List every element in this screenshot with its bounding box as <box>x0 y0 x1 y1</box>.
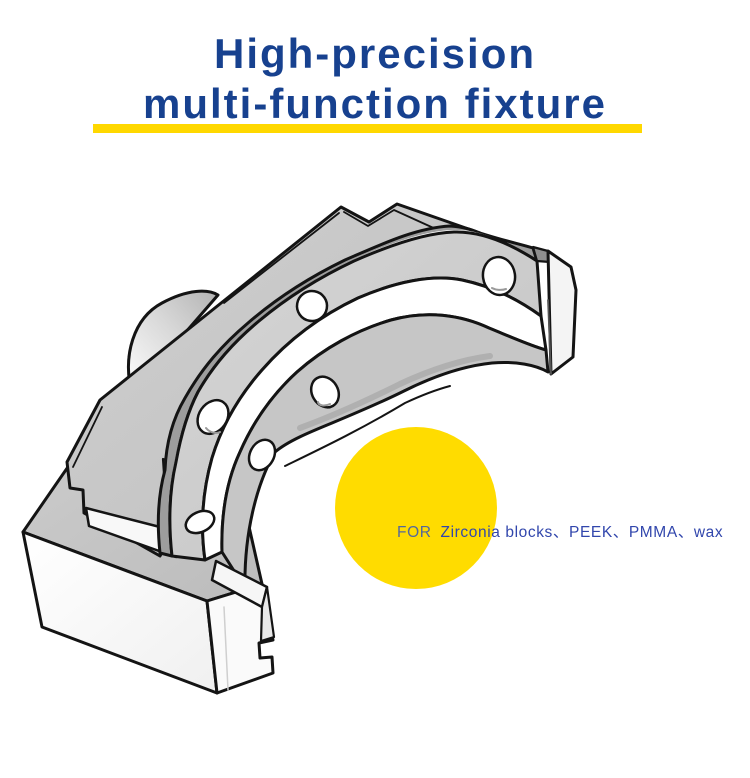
fixture-foot <box>210 559 276 643</box>
caption-prefix: FOR <box>397 524 432 541</box>
title-underline <box>93 124 642 133</box>
yellow-circle-badge <box>335 427 497 589</box>
fixture-mounting-holes <box>184 255 517 535</box>
materials-caption: FOR Zirconia blocks、PEEK、PMMA、wax <box>397 520 723 542</box>
caption-materials: Zirconia blocks、PEEK、PMMA、wax <box>440 524 724 541</box>
page-title-line2: multi-function fixture <box>143 80 607 127</box>
fixture-end-cap <box>531 245 578 376</box>
page-title-line1: High-precision <box>213 30 537 77</box>
